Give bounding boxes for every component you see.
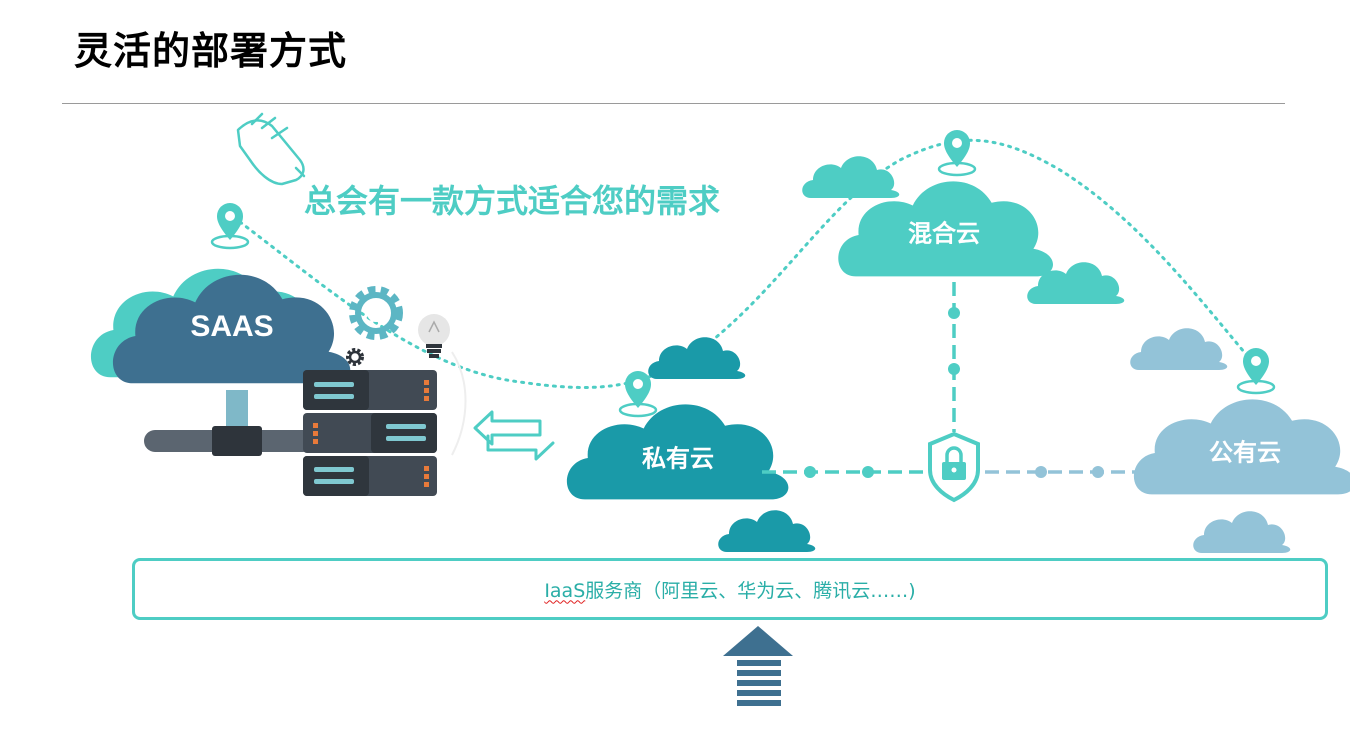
iaas-provider-box: IaaS服务商（阿里云、华为云、腾讯云……) (132, 558, 1328, 620)
bidirectional-arrow-icon (473, 410, 555, 461)
location-pin-icon (210, 203, 250, 250)
gear-icon (346, 348, 364, 366)
network-node (212, 426, 262, 456)
saas-cloud-stand (226, 390, 248, 430)
small-cloud (718, 510, 816, 552)
public-cloud-label: 公有云 (1209, 438, 1281, 467)
location-pin-icon (1236, 348, 1276, 395)
gear-icon (349, 286, 403, 340)
title-divider (62, 103, 1285, 104)
private-cloud-label: 私有云 (642, 444, 714, 473)
hybrid-cloud-label: 混合云 (908, 219, 980, 248)
server-rack (303, 370, 437, 496)
up-arrow-icon (723, 626, 793, 706)
private-connector (762, 466, 925, 478)
page-title: 灵活的部署方式 (74, 29, 348, 73)
saas-label: SAAS (190, 310, 274, 343)
public-connector (985, 466, 1150, 478)
iaas-term: IaaS (544, 579, 586, 602)
small-cloud (1193, 511, 1291, 553)
deployment-arc (238, 138, 1257, 389)
hybrid-connector (948, 282, 960, 432)
shield-lock-icon (928, 431, 980, 503)
location-pin-icon (618, 371, 658, 418)
decorative-arc (451, 351, 467, 456)
small-cloud (648, 337, 746, 379)
iaas-provider-text: IaaS服务商（阿里云、华为云、腾讯云……) (544, 576, 915, 603)
slogan-text: 总会有一款方式适合您的需求 (304, 182, 721, 220)
lightbulb-icon (418, 314, 450, 358)
location-pin-icon (937, 130, 977, 177)
small-cloud (802, 156, 900, 198)
pointing-hand-icon (236, 112, 306, 186)
iaas-providers: 服务商（阿里云、华为云、腾讯云……) (585, 579, 916, 602)
small-cloud (1130, 328, 1228, 370)
